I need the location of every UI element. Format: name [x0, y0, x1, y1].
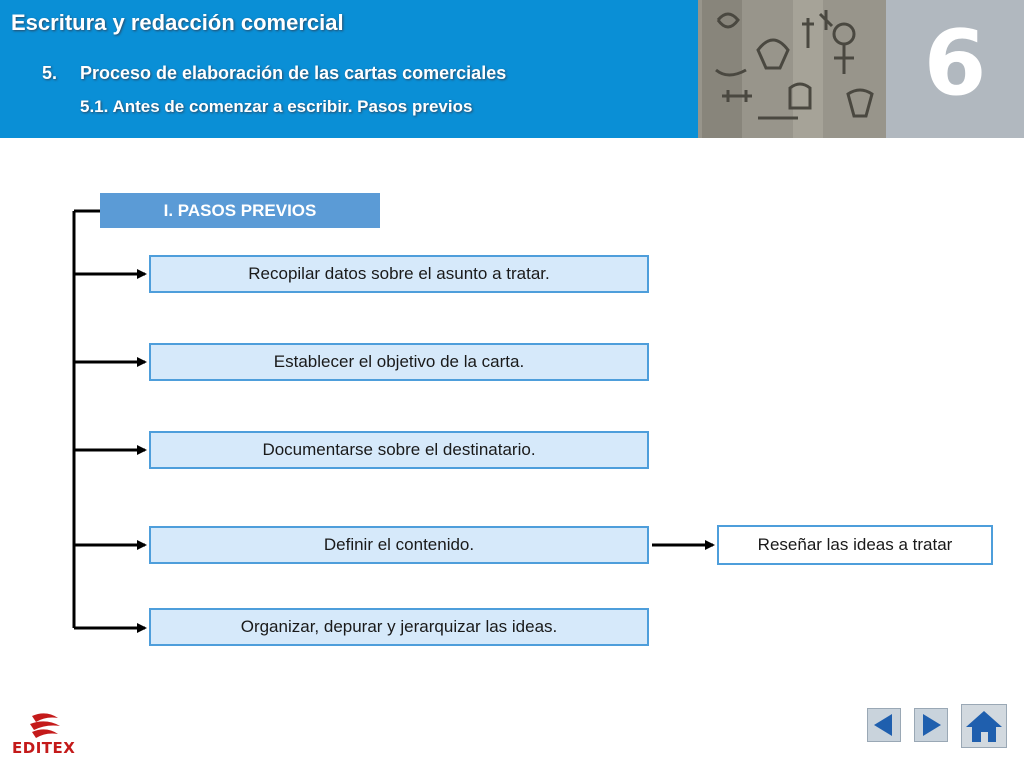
course-title: Escritura y redacción comercial [11, 10, 344, 35]
chapter-badge: 6 [886, 0, 1024, 138]
step-box-3: Documentarse sobre el destinatario. [149, 431, 649, 469]
home-icon [966, 711, 1002, 742]
chapter-number: 6 [923, 11, 987, 116]
header-bar: Escritura y redacción comercial 5. Proce… [0, 0, 1024, 138]
step-box-4: Definir el contenido. [149, 526, 649, 564]
arrow-right-icon [923, 714, 941, 736]
section-number: 5. [42, 63, 58, 83]
home-button[interactable] [961, 704, 1007, 748]
step-box-5: Organizar, depurar y jerarquizar las ide… [149, 608, 649, 646]
editex-logo-icon [10, 712, 80, 758]
pasos-previos-heading: I. PASOS PREVIOS [100, 193, 380, 228]
step-box-1: Recopilar datos sobre el asunto a tratar… [149, 255, 649, 293]
arrow-left-icon [874, 714, 892, 736]
step-box-2: Establecer el objetivo de la carta. [149, 343, 649, 381]
section-title: Proceso de elaboración de las cartas com… [80, 63, 507, 83]
hieroglyph-image [698, 0, 886, 138]
result-box: Reseñar las ideas a tratar [717, 525, 993, 565]
previous-slide-button[interactable] [867, 708, 901, 742]
editex-logo-text: EDITEX [12, 739, 76, 757]
next-slide-button[interactable] [914, 708, 948, 742]
subsection-title: 5.1. Antes de comenzar a escribir. Pasos… [80, 97, 473, 116]
